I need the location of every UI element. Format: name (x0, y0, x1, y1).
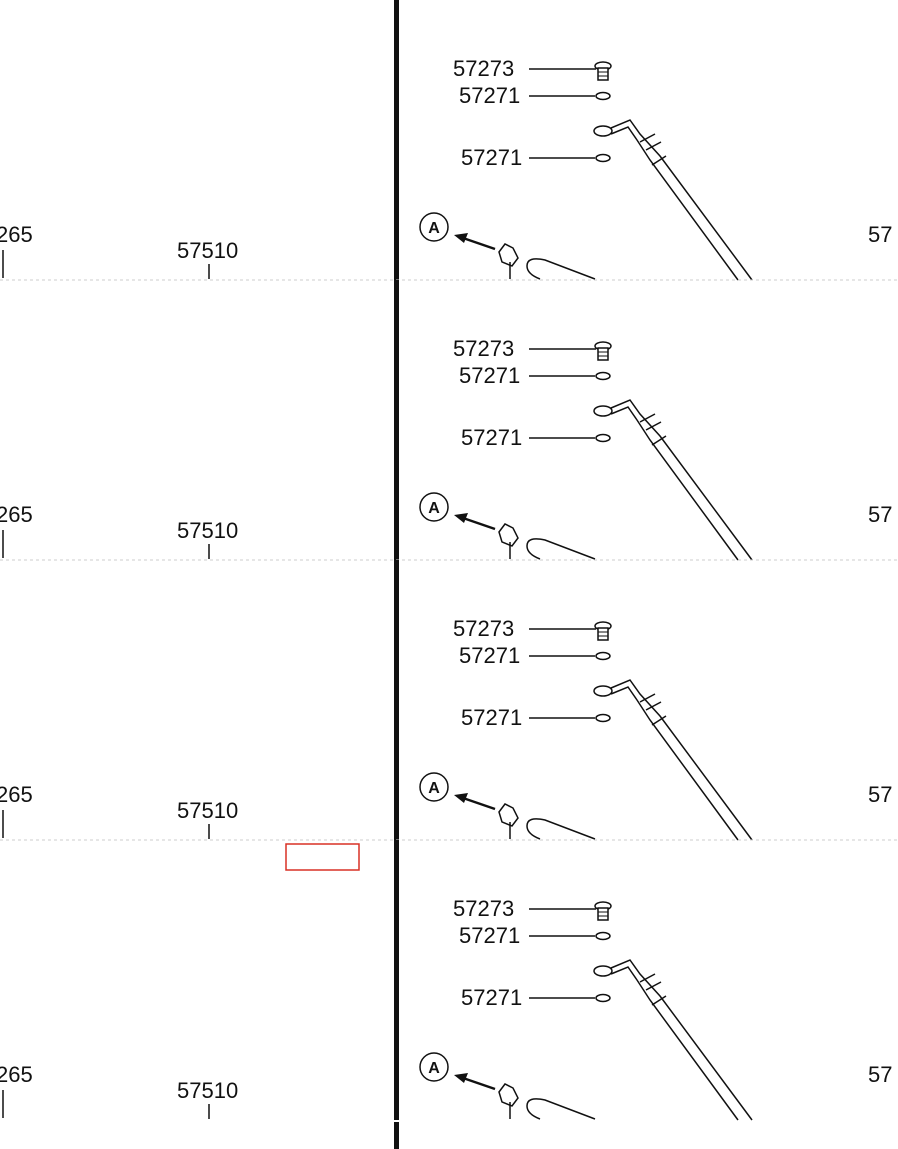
screw-icon (594, 341, 612, 361)
hose-pipe (593, 399, 753, 561)
part-number-57: 57 (868, 502, 892, 527)
part-number-57271: 57271 (459, 363, 520, 388)
arrow-icon (454, 513, 496, 531)
part-number-57510: 57510 (177, 518, 238, 543)
part-number-265: 265 (0, 1062, 33, 1087)
highlight-box[interactable] (285, 843, 360, 871)
part-number-57271: 57271 (461, 705, 522, 730)
callout-label: A (428, 500, 440, 517)
arrow-icon (454, 233, 496, 251)
hose-loop (526, 818, 596, 840)
arrow-icon (454, 793, 496, 811)
part-number-57273: 57273 (453, 616, 514, 641)
callout-label: A (428, 1060, 440, 1077)
column-divider (394, 1122, 399, 1149)
hose-loop (526, 1098, 596, 1120)
part-number-57273: 57273 (453, 896, 514, 921)
washer-icon (595, 713, 611, 723)
callout-circle (419, 212, 449, 242)
screw-icon (594, 621, 612, 641)
hose-pipe (593, 119, 753, 281)
washer-icon (595, 651, 611, 661)
washer-icon (595, 433, 611, 443)
clip-icon (498, 523, 519, 559)
part-number-57: 57 (868, 1062, 892, 1087)
clip-icon (498, 1083, 519, 1119)
hose-pipe (593, 959, 753, 1121)
part-number-57273: 57273 (453, 336, 514, 361)
part-number-57271: 57271 (459, 643, 520, 668)
part-number-57271: 57271 (459, 83, 520, 108)
hose-loop (526, 538, 596, 560)
hose-pipe (593, 679, 753, 841)
arrow-icon (454, 1073, 496, 1091)
column-divider (394, 0, 399, 280)
part-number-57510: 57510 (177, 1078, 238, 1103)
part-number-57273: 57273 (453, 56, 514, 81)
hose-loop (526, 258, 596, 280)
callout-circle (419, 1052, 449, 1082)
part-number-57271: 57271 (461, 425, 522, 450)
part-number-265: 265 (0, 222, 33, 247)
callout-label: A (428, 220, 440, 237)
diagram-strip: 265 57510 57273 57271 57271 A (0, 560, 898, 841)
washer-icon (595, 91, 611, 101)
callout-circle (419, 772, 449, 802)
part-number-57271: 57271 (459, 923, 520, 948)
screw-icon (594, 901, 612, 921)
part-number-57271: 57271 (461, 145, 522, 170)
part-number-57510: 57510 (177, 798, 238, 823)
clip-icon (498, 243, 519, 279)
diagram-strip: 265 57510 57273 57271 57271 (0, 0, 898, 281)
callout-label: A (428, 780, 440, 797)
washer-icon (595, 153, 611, 163)
column-divider (394, 840, 399, 1120)
clip-icon (498, 803, 519, 839)
part-number-57271: 57271 (461, 985, 522, 1010)
column-divider (394, 280, 399, 560)
part-number-57510: 57510 (177, 238, 238, 263)
part-number-57: 57 (868, 222, 892, 247)
washer-icon (595, 993, 611, 1003)
screw-icon (594, 61, 612, 81)
part-number-265: 265 (0, 782, 33, 807)
washer-icon (595, 931, 611, 941)
diagram-strip: 265 57510 57273 57271 57271 A (0, 840, 892, 1121)
part-number-57: 57 (868, 782, 892, 807)
column-divider (394, 560, 399, 840)
callout-circle (419, 492, 449, 522)
diagram-strip: 265 57510 57273 57271 57271 A (0, 280, 898, 561)
washer-icon (595, 371, 611, 381)
part-number-265: 265 (0, 502, 33, 527)
